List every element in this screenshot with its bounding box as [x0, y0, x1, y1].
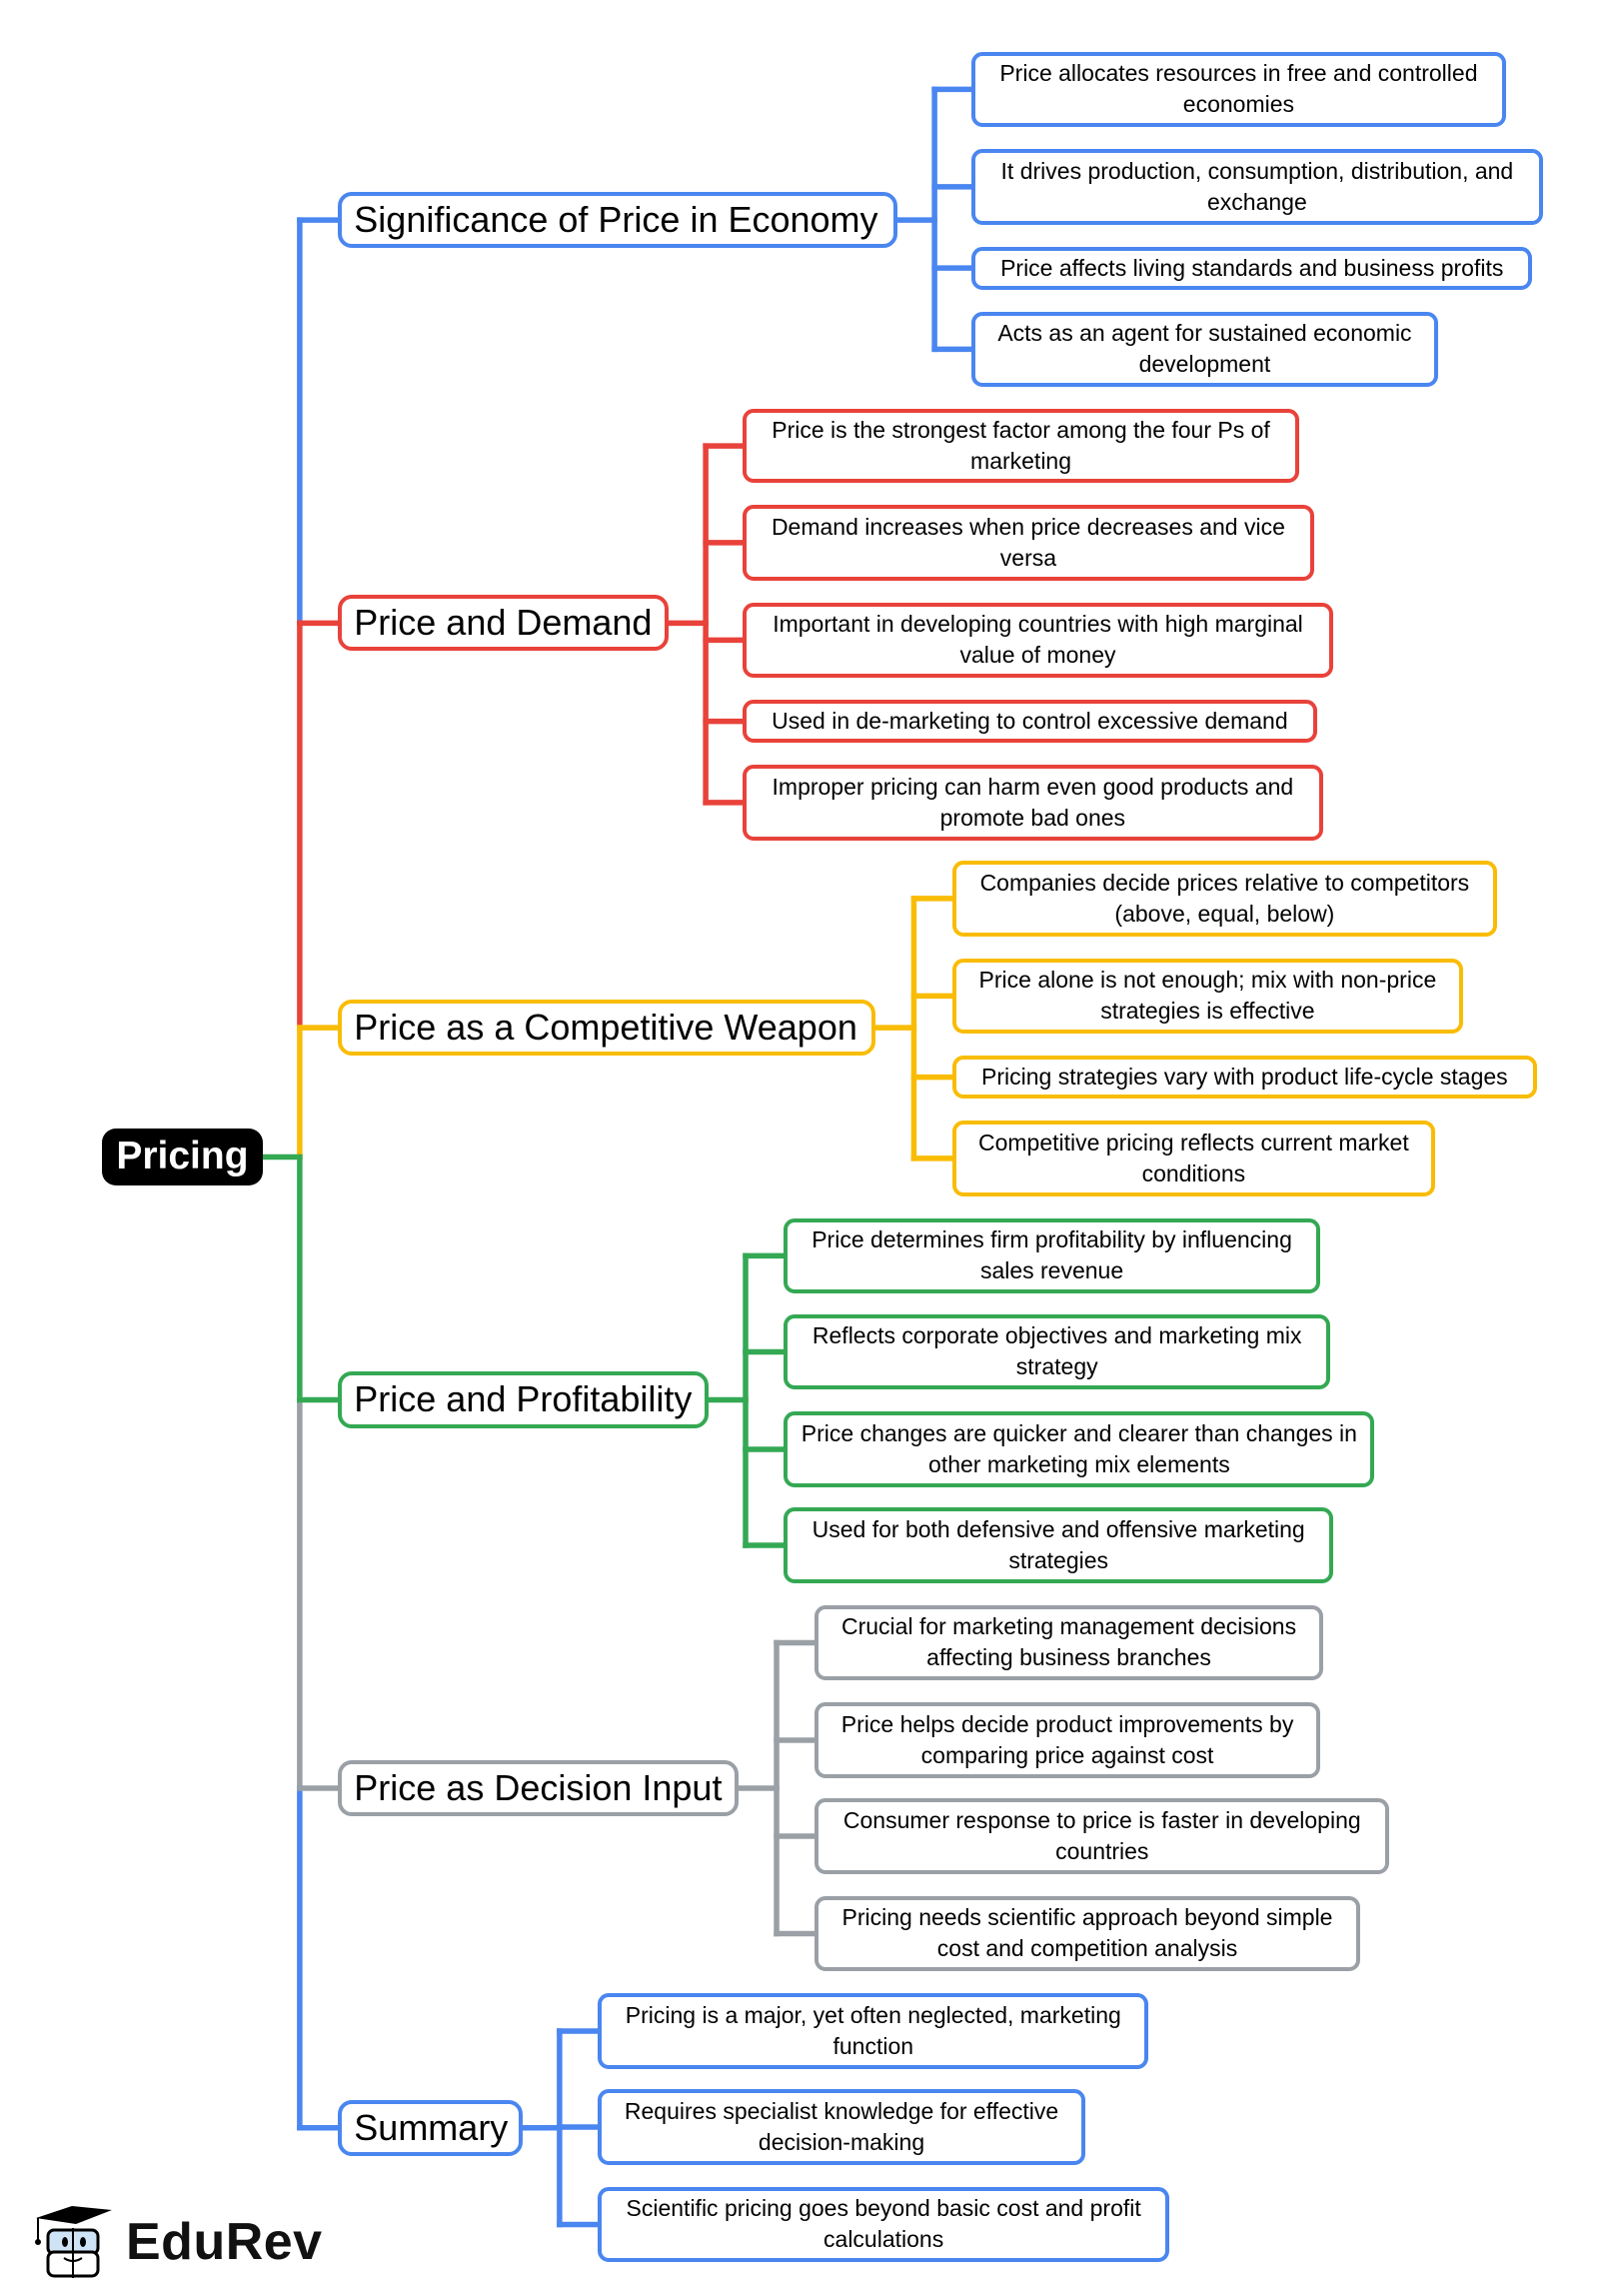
leaf-node: Price helps decide product improvements … — [814, 1702, 1320, 1778]
leaf-node: Used for both defensive and offensive ma… — [784, 1507, 1333, 1583]
root-node: Pricing — [101, 1128, 263, 1186]
leaf-node: Important in developing countries with h… — [743, 602, 1333, 679]
leaf-node: Demand increases when price decreases an… — [743, 505, 1314, 581]
leaf-node: Price changes are quicker and clearer th… — [784, 1411, 1375, 1487]
leaf-node: Companies decide prices relative to comp… — [951, 861, 1497, 937]
leaf-node: Competitive pricing reflects current mar… — [951, 1121, 1435, 1196]
leaf-node: Price determines firm profitability by i… — [784, 1217, 1320, 1294]
branch-node: Price as a Competitive Weapon — [338, 1000, 875, 1057]
branch-node: Significance of Price in Economy — [338, 192, 898, 249]
leaf-node: Acts as an agent for sustained economic … — [971, 311, 1438, 388]
leaf-node: Pricing is a major, yet often neglected,… — [598, 1993, 1149, 2069]
leaf-node: Reflects corporate objectives and market… — [784, 1313, 1330, 1390]
leaf-node: Requires specialist knowledge for effect… — [598, 2089, 1085, 2165]
branch-node: Price as Decision Input — [338, 1759, 739, 1817]
branch-node: Price and Demand — [338, 595, 670, 652]
leaf-node: Pricing needs scientific approach beyond… — [814, 1895, 1360, 1972]
leaf-node: Price affects living standards and busin… — [971, 246, 1533, 290]
leaf-node: Pricing strategies vary with product lif… — [951, 1056, 1537, 1100]
leaf-node: Price alone is not enough; mix with non-… — [951, 958, 1463, 1035]
leaf-node: Price allocates resources in free and co… — [971, 51, 1506, 128]
edurev-logo: EduRev — [32, 2204, 323, 2280]
leaf-node: Scientific pricing goes beyond basic cos… — [598, 2186, 1169, 2263]
leaf-node: Improper pricing can harm even good prod… — [743, 765, 1323, 841]
leaf-node: It drives production, consumption, distr… — [971, 149, 1543, 225]
leaf-node: Crucial for marketing management decisio… — [814, 1604, 1323, 1681]
leaf-node: Price is the strongest factor among the … — [743, 409, 1299, 484]
graduate-mascot-icon — [35, 2206, 112, 2278]
leaf-node: Consumer response to price is faster in … — [814, 1798, 1390, 1874]
leaf-node: Used in de-marketing to control excessiv… — [743, 700, 1317, 744]
logo-text: EduRev — [126, 2213, 323, 2271]
branch-node: Price and Profitability — [338, 1371, 710, 1428]
branch-node: Summary — [338, 2099, 523, 2156]
